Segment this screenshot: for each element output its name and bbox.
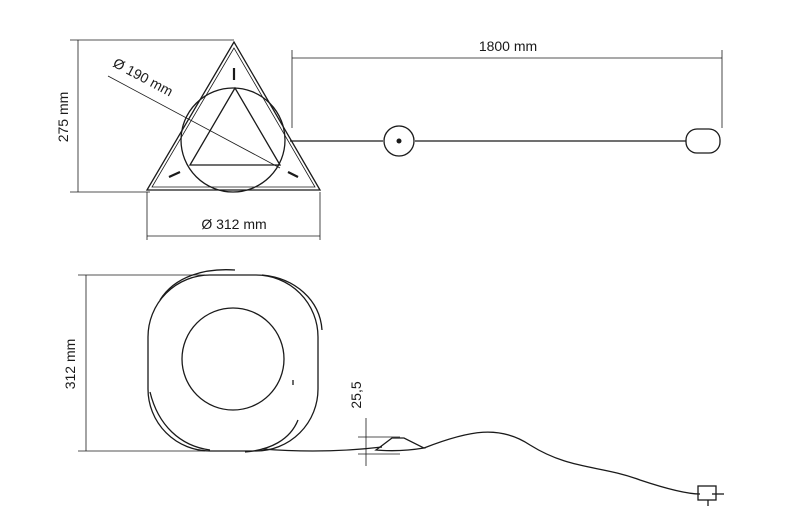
top-view: 275 mm Ø 190 mm Ø 312 mm [55, 38, 723, 240]
side-switch [374, 437, 427, 452]
height-label: 275 mm [55, 92, 71, 143]
height-dimension: 275 mm [55, 39, 234, 193]
side-cable-assembly [261, 431, 724, 506]
base-diameter-label: Ø 312 mm [201, 216, 266, 232]
side-height-label: 312 mm [62, 339, 78, 390]
cable-length-label: 1800 mm [479, 38, 537, 54]
side-plug [697, 485, 717, 501]
corner-slots [168, 68, 299, 179]
lamp-body [147, 269, 323, 453]
side-height-dimension: 312 mm [62, 274, 205, 452]
side-view: 312 mm 25,5 [62, 269, 724, 506]
switch-height-label: 25,5 [348, 381, 364, 408]
cable-length-dimension: 1800 mm [291, 38, 723, 128]
plug [685, 128, 721, 154]
inner-triangle [188, 86, 282, 166]
diffuser-circle [180, 87, 286, 193]
inner-diameter-label: Ø 190 mm [111, 55, 176, 100]
cable-assembly [290, 125, 721, 157]
triangle-lamp-outline [145, 40, 322, 191]
base-diameter-dimension: Ø 312 mm [146, 192, 321, 240]
switch-height-dimension: 25,5 [348, 381, 400, 466]
inline-switch [383, 125, 415, 157]
lamp-diffuser [181, 307, 285, 411]
inline-switch-dot [396, 138, 402, 144]
